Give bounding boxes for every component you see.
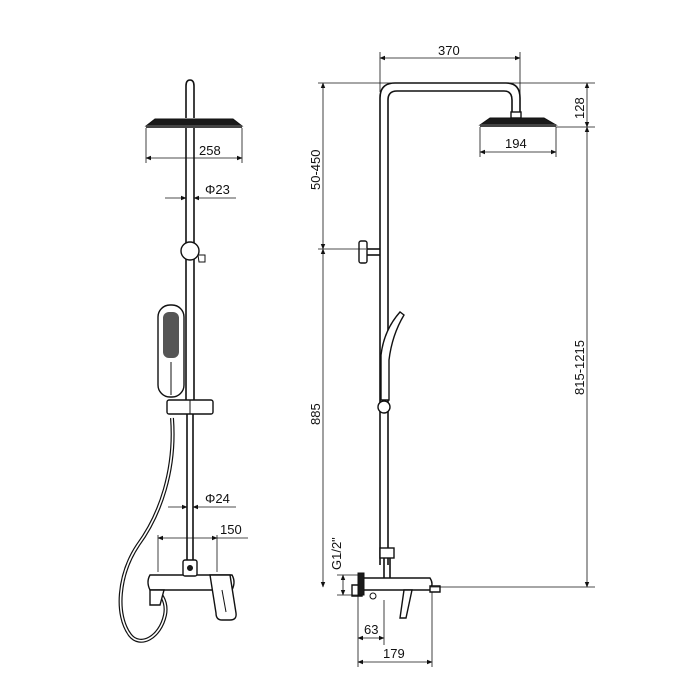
side-diverter-knob [358, 240, 368, 264]
dim-front-pipe-upper: Φ23 [205, 182, 230, 197]
side-arm-outer [379, 82, 521, 565]
dim-side-lower-height: 885 [308, 403, 323, 425]
dim-side-head-height: 128 [572, 97, 587, 119]
side-arm-inner [387, 90, 513, 565]
front-connector-clamp [180, 241, 200, 261]
dim-side-arm-reach: 370 [438, 43, 460, 58]
front-top-bend [185, 79, 195, 118]
side-head-connector [510, 111, 522, 119]
front-rain-head [144, 118, 244, 127]
dim-front-pipe-lower: Φ24 [205, 491, 230, 506]
side-mixer-handle [399, 589, 413, 619]
side-mixer-outlet [379, 547, 395, 559]
side-mixer-body [361, 577, 433, 591]
dim-front-inlet-spacing: 150 [220, 522, 242, 537]
dim-side-head-width: 194 [505, 136, 527, 151]
side-dimensions: 370 128 194 50-450 885 815-1215 G1/2" 63 [308, 43, 595, 667]
side-escutcheon [357, 572, 365, 596]
front-spout [149, 589, 165, 606]
dim-side-total-height: 815-1215 [572, 340, 587, 395]
side-spout [429, 585, 441, 593]
dim-front-head-width: 258 [199, 143, 221, 158]
side-hand-shower-clamp [377, 400, 391, 414]
dim-side-spout-projection: 63 [364, 622, 378, 637]
front-hand-shower-face [163, 312, 179, 358]
front-rain-head-face [146, 125, 242, 128]
dim-side-height-adjust: 50-450 [308, 150, 323, 190]
front-dimensions: 258 Φ23 Φ24 150 [145, 128, 248, 572]
front-hose-inner [119, 417, 174, 642]
side-hand-shower [380, 311, 405, 401]
front-view [118, 79, 244, 643]
dim-side-thread: G1/2" [329, 537, 344, 570]
front-connector-screw [197, 254, 206, 263]
side-view [351, 82, 558, 619]
side-rain-head [478, 117, 558, 126]
dim-side-mixer-depth: 179 [383, 646, 405, 661]
